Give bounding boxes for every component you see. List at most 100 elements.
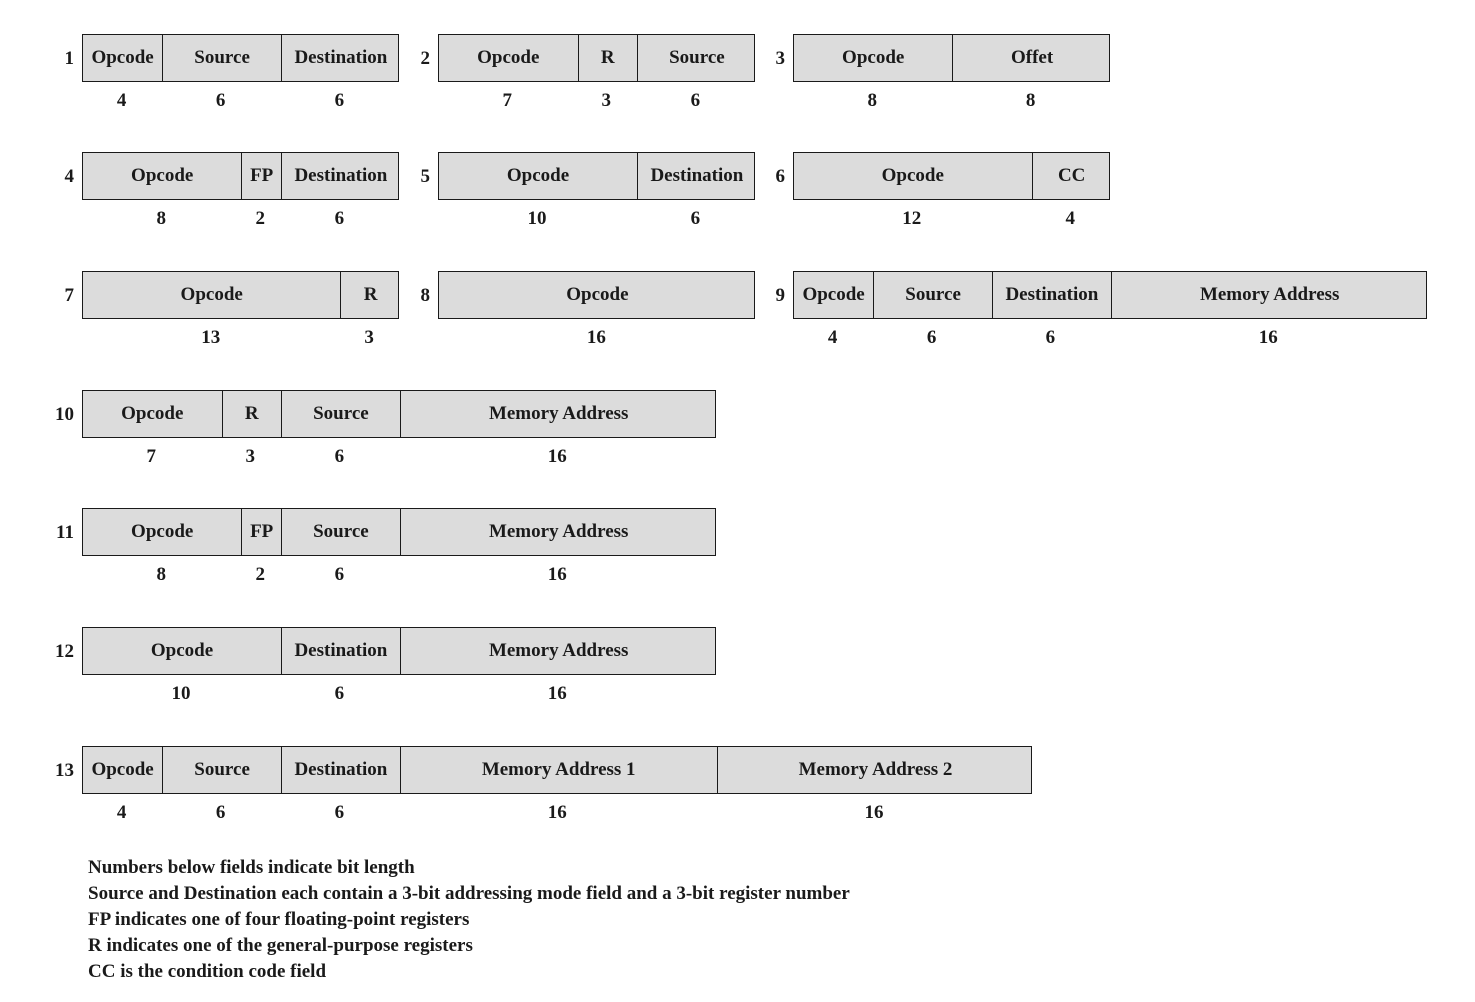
bit-length-label: 10 [527,208,547,229]
bit-length-label: 4 [116,802,127,823]
bit-length-label: 12 [902,208,922,229]
format-field: Source [281,391,400,437]
format-field: Source [162,747,281,793]
bit-length-label: 8 [867,90,877,111]
format-number: 8 [420,285,431,306]
format-field: Memory Address [399,391,717,437]
format-field: Destination [281,747,400,793]
format-number: 10 [55,404,74,425]
format-field: R [340,272,399,318]
bit-length-label: 3 [601,90,612,111]
format-field: R [577,35,637,81]
bit-length-label: 16 [547,802,567,823]
bit-length-label: 6 [334,446,345,467]
bit-length-label: 16 [547,683,567,704]
note-line: Source and Destination each contain a 3-… [88,883,850,904]
bit-length-label: 8 [1025,90,1036,111]
bit-length-label: 6 [334,564,345,585]
bit-length-label: 4 [116,90,127,111]
bit-length-label: 13 [201,327,221,348]
bit-length-label: 6 [334,683,345,704]
bit-length-label: 7 [502,90,513,111]
instruction-format-box: Opcode CC [793,152,1110,200]
format-number: 9 [775,285,786,306]
note-line: CC is the condition code field [88,961,327,982]
note-line: FP indicates one of four floating-point … [88,909,470,930]
format-field: Memory Address 1 [399,747,717,793]
format-field: Opcode [566,284,629,305]
format-field: Opcode [180,284,243,305]
bit-length-label: 6 [1045,327,1056,348]
bit-length-label: 2 [255,564,265,585]
format-field: Memory Address [399,628,717,674]
bit-length-label: 6 [334,208,345,229]
bit-length-label: 7 [146,446,157,467]
format-field: Opcode [881,165,944,186]
format-number: 11 [56,522,74,543]
bit-length-label: 3 [364,327,374,348]
format-field: Destination [637,153,756,199]
format-field: Memory Address [399,509,717,555]
bit-length-label: 4 [827,327,838,348]
format-field: FP [241,153,281,199]
format-field: Destination [281,35,400,81]
format-number: 1 [64,48,75,69]
format-field: Source [162,35,281,81]
format-field: R [221,391,281,437]
bit-length-label: 6 [334,802,345,823]
format-field: FP [241,509,281,555]
bit-length-label: 16 [547,446,567,467]
instruction-format-box: Opcode R [82,271,399,319]
bit-length-label: 16 [547,564,567,585]
bit-length-label: 6 [926,327,937,348]
format-field: CC [1031,153,1111,199]
format-field: Destination [281,628,400,674]
format-field: Offet [952,35,1110,81]
format-field: Opcode [91,47,154,68]
bit-length-label: 3 [245,446,256,467]
format-number: 3 [775,48,786,69]
bit-length-label: 8 [156,564,166,585]
format-field: Opcode [842,47,905,68]
bit-length-label: 6 [334,90,345,111]
format-field: Opcode [506,165,570,186]
format-field: Opcode [802,284,865,305]
bit-length-label: 16 [586,327,606,348]
format-number: 13 [55,760,74,781]
legend-notes: Numbers below fields indicate bit length… [88,855,850,985]
format-number: 5 [420,166,431,187]
note-line: Numbers below fields indicate bit length [88,857,415,878]
format-field: Source [873,272,992,318]
bit-length-label: 6 [215,90,226,111]
instruction-format-box: Opcode Offet [793,34,1110,82]
note-line: R indicates one of the general-purpose r… [88,935,473,956]
format-field: Opcode [150,640,214,661]
bit-length-label: 6 [215,802,226,823]
bit-length-label: 16 [864,802,884,823]
bit-length-label: 16 [1258,327,1278,348]
bit-length-label: 6 [690,208,701,229]
format-field: Opcode [477,47,540,68]
instruction-format-box: Opcode Destination [438,152,755,200]
format-field: Opcode [121,403,184,424]
format-number: 2 [420,48,431,69]
format-number: 4 [64,166,75,187]
bit-length-label: 4 [1065,208,1075,229]
format-field: Opcode [91,759,154,780]
format-field: Source [281,509,400,555]
bit-length-label: 8 [156,208,166,229]
format-field: Destination [281,153,400,199]
bit-length-label: 2 [255,208,265,229]
format-field: Memory Address [1110,272,1428,318]
format-number: 12 [55,641,74,662]
format-field: Opcode [131,165,194,186]
